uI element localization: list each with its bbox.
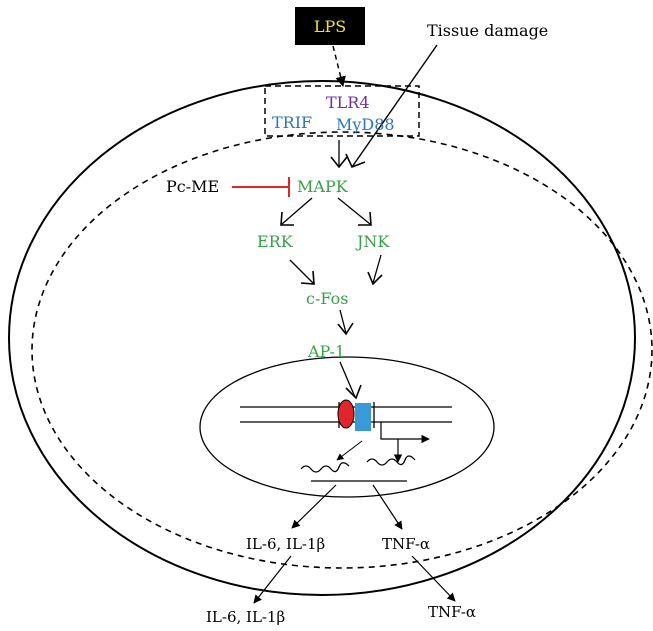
to-il-internal-arrow — [291, 484, 337, 529]
receptor-to-mapk-arrowhead — [330, 156, 348, 169]
cfos-to-ap1-arrow — [339, 309, 347, 334]
il-internal-label: IL-6, IL-1β — [246, 535, 325, 553]
cfos-label: c-Fos — [306, 289, 348, 308]
mrna-squiggle-right — [366, 455, 416, 466]
promoter-region — [355, 403, 371, 431]
lps-label: LPS — [314, 17, 346, 36]
mapk-to-jnk-arrow — [337, 197, 371, 225]
cell-membrane-inner-dashed — [31, 131, 653, 569]
myd88-label: MyD88 — [336, 115, 395, 134]
cell-membrane-outer — [8, 80, 636, 596]
erk-to-cfos-arrowhead — [300, 270, 315, 285]
to-tnf-internal-arrow — [372, 484, 403, 530]
jnk-to-cfos-arrowhead — [367, 271, 383, 286]
tnf-secretion-arrow — [411, 555, 456, 602]
jnk-to-cfos-arrow — [372, 254, 382, 284]
tissue-damage-arrowhead — [345, 153, 366, 169]
nucleus — [199, 356, 495, 498]
il-external-label: IL-6, IL-1β — [206, 608, 285, 626]
mapk-label: MAPK — [297, 177, 349, 196]
transcription-diag-arrow — [336, 440, 363, 461]
receptor-complex-box — [264, 85, 420, 137]
erk-label: ERK — [257, 232, 294, 251]
ap1-to-dna-arrowhead — [345, 384, 362, 400]
tissue-damage-arrow — [351, 44, 438, 168]
mapk-to-jnk-arrowhead — [358, 211, 372, 226]
tnf-external-label: TNF-α — [428, 603, 476, 621]
pc-me-label: Pc-ME — [166, 177, 219, 196]
ap1-label: AP-1 — [307, 342, 345, 361]
mapk-to-erk-arrow — [281, 197, 313, 225]
ap1-transcription-factor — [337, 399, 355, 429]
transcription-start-arrow — [380, 422, 430, 444]
mapk-to-erk-arrowhead — [280, 211, 294, 226]
tlr4-label: TLR4 — [326, 93, 370, 112]
erk-to-cfos-arrow — [289, 259, 314, 284]
il-secretion-arrow — [253, 555, 292, 604]
jnk-label: JNK — [355, 232, 390, 251]
lps-arrow — [332, 45, 346, 88]
mrna-squiggle-left — [300, 462, 350, 473]
trif-label: TRIF — [272, 113, 312, 132]
ap1-to-dna-arrow — [339, 361, 356, 398]
lps-box — [295, 7, 365, 45]
tnf-internal-label: TNF-α — [382, 535, 430, 553]
cfos-to-ap1-arrowhead — [337, 322, 354, 336]
tissue-damage-label: Tissue damage — [427, 21, 548, 40]
